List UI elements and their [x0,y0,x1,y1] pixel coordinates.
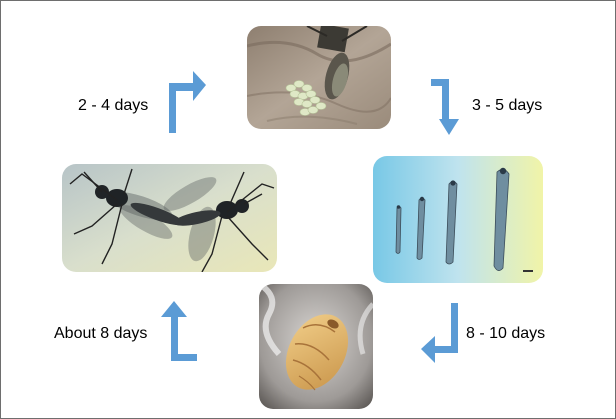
arrow-adults-to-eggs [165,71,207,135]
arrow-pupa-to-adults [159,299,199,363]
adults-photo [62,164,277,272]
duration-label-larvae: 8 - 10 days [466,324,545,344]
duration-label-adults: 2 - 4 days [78,96,148,116]
arrow-eggs-to-larvae [429,73,465,137]
duration-label-pupa: About 8 days [54,324,147,344]
arrow-larvae-to-pupa [421,303,461,365]
pupa-photo [259,284,373,409]
eggs-photo [247,26,391,129]
larvae-photo [373,156,543,283]
duration-label-eggs: 3 - 5 days [472,96,542,116]
